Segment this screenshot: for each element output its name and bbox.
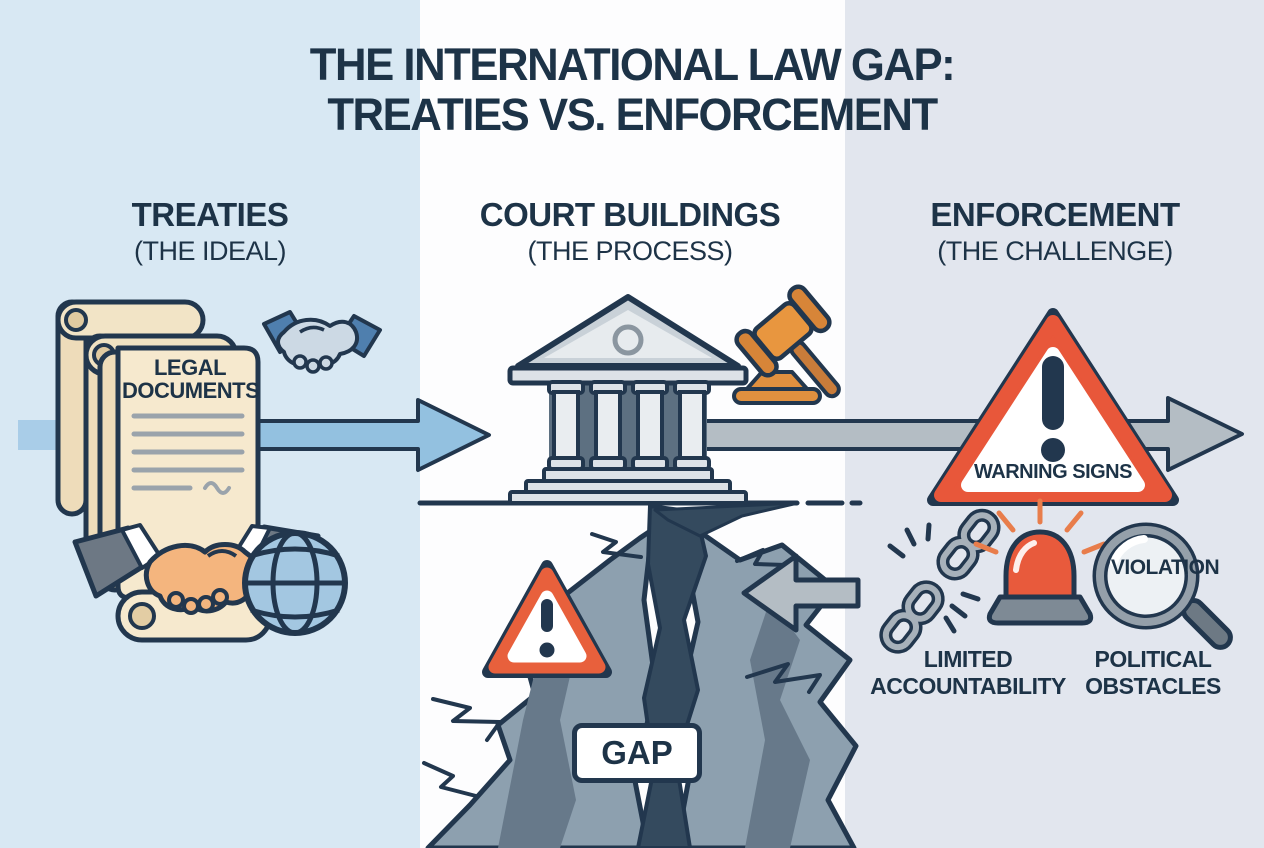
courts-label: COURT BUILDINGS bbox=[479, 196, 781, 233]
globe-icon bbox=[242, 530, 348, 636]
gap-label-box: GAP bbox=[572, 723, 702, 783]
gray-arrow-left-icon bbox=[741, 553, 861, 633]
accountability-line: ACCOUNTABILITY bbox=[870, 673, 1066, 700]
legal-documents-line-1: LEGAL bbox=[153, 355, 227, 380]
gray-arrow-right-icon bbox=[638, 396, 1244, 472]
limited-line: LIMITED bbox=[923, 646, 1013, 672]
treaties-label: TREATIES bbox=[131, 196, 289, 233]
page-title: THE INTERNATIONAL LAW GAP: TREATIES VS. … bbox=[19, 40, 1245, 139]
column-header-enforcement: ENFORCEMENT (THE CHALLENGE) bbox=[865, 196, 1245, 267]
political-line: POLITICAL bbox=[1094, 646, 1212, 672]
column-header-courts: COURT BUILDINGS (THE PROCESS) bbox=[430, 196, 830, 267]
treaties-sublabel: (THE IDEAL) bbox=[133, 235, 287, 266]
legal-documents-label: LEGAL DOCUMENTS bbox=[122, 355, 260, 404]
courts-sublabel: (THE PROCESS) bbox=[527, 235, 733, 266]
political-obstacles-label: POLITICAL OBSTACLES bbox=[1058, 646, 1248, 700]
gap-label: GAP bbox=[601, 734, 673, 771]
legal-documents-line-2: DOCUMENTS bbox=[122, 378, 260, 404]
magnifier-icon bbox=[1092, 522, 1233, 650]
violation-label: VIOLATION bbox=[1110, 556, 1220, 579]
column-header-treaties: TREATIES (THE IDEAL) bbox=[30, 196, 390, 267]
broken-chain-icon bbox=[879, 508, 1001, 654]
warning-signs-label: WARNING SIGNS bbox=[974, 461, 1132, 483]
gavel-icon bbox=[732, 284, 841, 405]
title-line-1: THE INTERNATIONAL LAW GAP: bbox=[309, 39, 956, 90]
title-line-2: TREATIES VS. ENFORCEMENT bbox=[327, 88, 938, 140]
handshake-blue-icon bbox=[262, 310, 382, 374]
courthouse-icon bbox=[507, 294, 749, 505]
enforcement-label: ENFORCEMENT bbox=[930, 196, 1180, 233]
enforcement-sublabel: (THE CHALLENGE) bbox=[937, 235, 1173, 266]
obstacles-line: OBSTACLES bbox=[1085, 673, 1221, 700]
warning-triangle-icon bbox=[927, 308, 1179, 506]
scroll-documents-icon bbox=[55, 299, 273, 643]
gap-warning-triangle-icon bbox=[482, 560, 612, 678]
siren-icon bbox=[973, 498, 1107, 626]
limited-accountability-label: LIMITED ACCOUNTABILITY bbox=[862, 646, 1074, 700]
